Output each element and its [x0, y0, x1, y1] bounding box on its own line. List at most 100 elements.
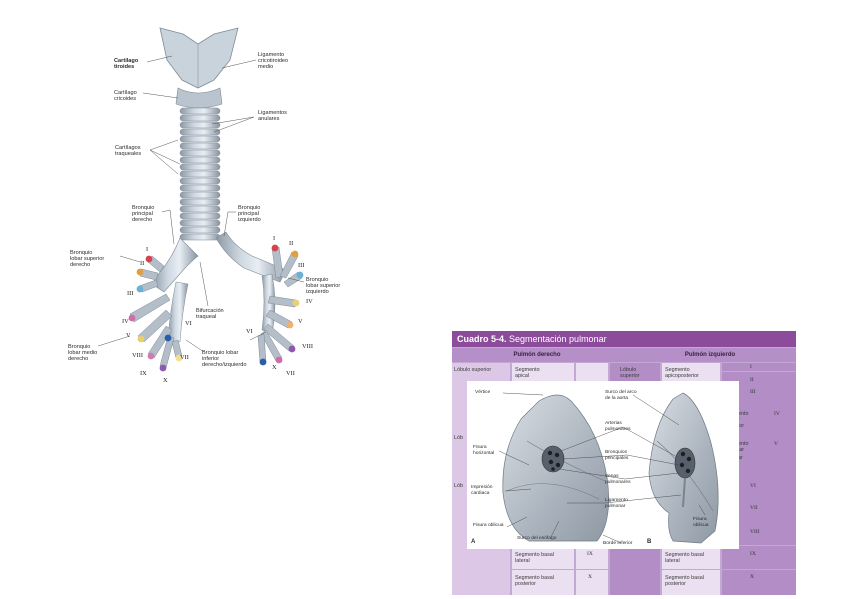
main-bronchi-shapes	[129, 231, 303, 369]
cell-right-apical-segment: Segmento apical	[515, 367, 540, 379]
label-tracheal-cartilages: Cartílagos traqueales	[115, 145, 142, 158]
numeral-right-vii: VII	[180, 354, 189, 361]
label-thyroid-cartilage: Cartílago tiroides	[114, 58, 139, 71]
numeral-right-iv: IV	[122, 318, 129, 325]
tracheal-ring	[179, 156, 221, 164]
lung-medial-view-figure: Vértice Surco del arco de la aorta Arter…	[467, 381, 739, 549]
lung-medial-view-illustration	[498, 392, 719, 544]
numeral-right-ix: IX	[140, 370, 147, 377]
cell-left-fragment-c: ar	[738, 455, 743, 461]
cell-right-lateral-basal: Segmento basal lateral	[515, 552, 554, 564]
trachea-leader-lines	[97, 55, 305, 353]
tracheal-ring	[179, 219, 221, 227]
cricoid-cartilage-shape	[175, 87, 223, 109]
label-tracheal-bifurcation: Bifurcación traqueal	[196, 308, 224, 321]
tracheal-ring	[179, 226, 221, 234]
label-pulmonary-arteries: Arterias pulmonares	[605, 421, 631, 432]
numeral-left-ii: II	[289, 240, 294, 247]
label-cricoid-cartilage: Cartílago cricoides	[114, 90, 137, 103]
tracheal-ring	[179, 121, 221, 129]
numeral-left-v: V	[298, 318, 303, 325]
roman-left-v: V	[774, 441, 779, 447]
tracheal-ring	[179, 170, 221, 178]
cell-left-fragment-a: ento r ior	[738, 411, 749, 429]
numeral-left-vii: VII	[286, 370, 295, 377]
label-annular-ligaments: Ligamentos anulares	[258, 110, 287, 123]
label-oblique-fissure-b: Fisura oblicua	[693, 517, 709, 528]
label-right-main-bronchus: Bronquio principal derecho	[132, 205, 155, 224]
label-inferior-border: Borde inferior	[603, 541, 633, 546]
table-title-number: Cuadro 5-4.	[457, 334, 507, 344]
table-title-text: Segmentación pulmonar	[506, 334, 607, 344]
label-left-upper-lobar-bronchus: Bronquio lobar superior izquierdo	[306, 277, 341, 296]
cell-left-fragment-b: ento lar	[738, 441, 749, 453]
table-title-bar: Cuadro 5-4. Segmentación pulmonar	[452, 331, 796, 347]
tracheal-ring	[179, 184, 221, 192]
numeral-right-vi: VI	[185, 320, 192, 327]
tracheal-ring	[179, 177, 221, 185]
cell-left-lateral-basal: Segmento basal lateral	[665, 552, 704, 564]
label-left-main-bronchus: Bronquio principal izquierdo	[238, 205, 261, 224]
tracheal-ring	[179, 128, 221, 136]
roman-left-iv: IV	[774, 411, 780, 417]
tracheal-ring	[179, 142, 221, 150]
label-apex: Vértice	[475, 390, 491, 395]
label-aortic-arch-groove: Surco del arco de la aorta	[605, 390, 637, 401]
roman-right-ix: IX	[587, 551, 593, 557]
label-right-upper-lobar-bronchus: Bronquio lobar superior derecho	[70, 250, 105, 269]
label-main-bronchi: Bronquios principales	[605, 450, 629, 461]
cell-left-upper-lobe: Lóbulo superior	[620, 367, 640, 379]
roman-left-ii: II	[750, 377, 754, 383]
label-esophageal-groove: Surco del esófago	[517, 536, 557, 541]
numeral-left-vi: VI	[246, 328, 253, 335]
roman-left-ix: IX	[750, 551, 756, 557]
tracheal-ring	[179, 135, 221, 143]
label-panel-a: A	[471, 539, 476, 545]
tracheal-ring	[179, 191, 221, 199]
roman-left-vi: VI	[750, 483, 756, 489]
tracheal-ring	[179, 114, 221, 122]
label-median-cricothyroid-ligament: Ligamento cricotiroideo medio	[258, 52, 289, 71]
numeral-right-x: X	[163, 377, 168, 384]
cell-right-middle-lobe-fragment: Lób	[454, 435, 463, 441]
tracheal-ring	[179, 212, 221, 220]
numeral-left-viii: VIII	[302, 343, 313, 350]
label-pulmonary-ligament: Ligamento pulmonar	[605, 498, 628, 509]
cell-left-apicoposterior-segment: Segmento apicoposterior	[665, 367, 699, 379]
label-oblique-fissure-a: Fisura oblicua	[473, 523, 504, 528]
numeral-left-x: X	[272, 364, 277, 371]
numeral-right-v: V	[126, 332, 131, 339]
numeral-right-ii: II	[140, 260, 145, 267]
label-pulmonary-veins: Venas pulmonares	[605, 474, 631, 485]
label-right-middle-lobar-bronchus: Bronquio lobar medio derecho	[68, 344, 98, 363]
roman-right-x: X	[588, 574, 593, 580]
trachea-rings	[179, 107, 221, 241]
label-horizontal-fissure: Fisura horizontal	[473, 445, 495, 456]
cell-right-upper-lobe: Lóbulo superior	[454, 367, 492, 373]
cell-right-posterior-basal: Segmento basal posterior	[515, 575, 554, 587]
numeral-left-i: I	[273, 235, 276, 242]
header-left-lung: Pulmón izquierdo	[684, 352, 736, 358]
thyroid-cartilage-shape	[159, 27, 239, 89]
roman-left-x: X	[750, 574, 755, 580]
roman-left-i: I	[750, 364, 752, 370]
tracheal-ring	[179, 107, 221, 115]
left-hilum	[674, 447, 696, 479]
numeral-left-iii: III	[298, 262, 305, 269]
tracheal-ring	[179, 205, 221, 213]
roman-left-iii: III	[750, 389, 756, 395]
cell-left-posterior-basal: Segmento basal posterior	[665, 575, 704, 587]
table-header-row	[452, 348, 796, 362]
tracheal-ring	[179, 163, 221, 171]
tracheal-ring	[179, 198, 221, 206]
numeral-right-viii: VIII	[132, 352, 143, 359]
numeral-right-i: I	[146, 246, 149, 253]
label-cardiac-impression: Impresión cardiaca	[471, 485, 493, 496]
label-lower-lobar-bronchus: Bronquio lobar inferior derecho/izquierd…	[202, 350, 247, 369]
numeral-left-iv: IV	[306, 298, 313, 305]
cell-right-lower-lobe-fragment: Lób	[454, 483, 463, 489]
header-right-lung: Pulmón derecho	[513, 352, 561, 358]
numeral-right-iii: III	[127, 290, 134, 297]
label-panel-b: B	[647, 539, 652, 545]
